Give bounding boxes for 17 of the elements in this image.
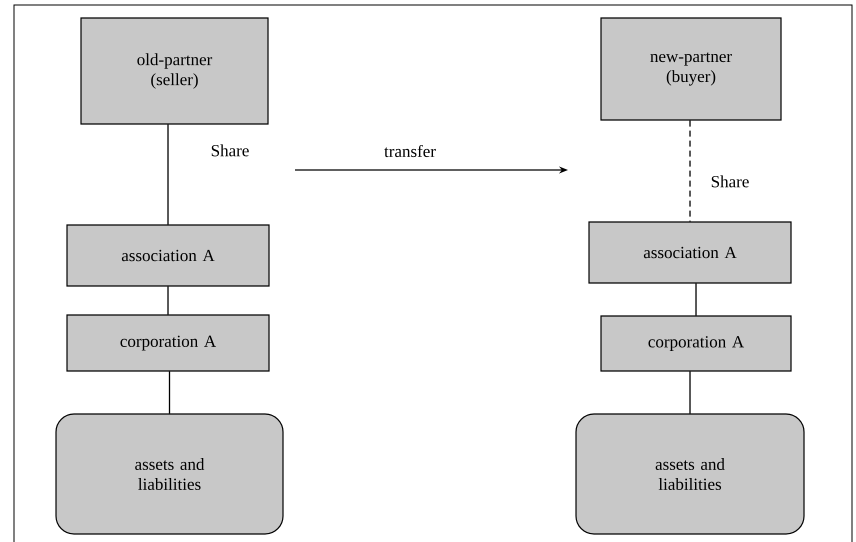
connector-line	[689, 372, 691, 414]
edge-label: Share	[212, 144, 249, 156]
connector-line	[167, 124, 169, 224]
process-box: old-partner (seller)	[80, 17, 269, 125]
connector-line	[168, 372, 170, 414]
rounded-box: assets and liabilities	[55, 413, 284, 535]
process-box: corporation A	[600, 315, 792, 372]
process-box: association A	[66, 224, 270, 287]
connector-line	[167, 286, 169, 314]
connector-line	[695, 284, 697, 316]
rounded-box: assets and liabilities	[575, 413, 805, 535]
arrow-label: transfer	[384, 144, 436, 158]
edge-label: Share	[712, 175, 749, 188]
dashed-line	[689, 120, 691, 222]
process-box: association A	[588, 221, 792, 284]
process-box: new-partner (buyer)	[600, 17, 782, 121]
process-box: corporation A	[66, 314, 270, 372]
